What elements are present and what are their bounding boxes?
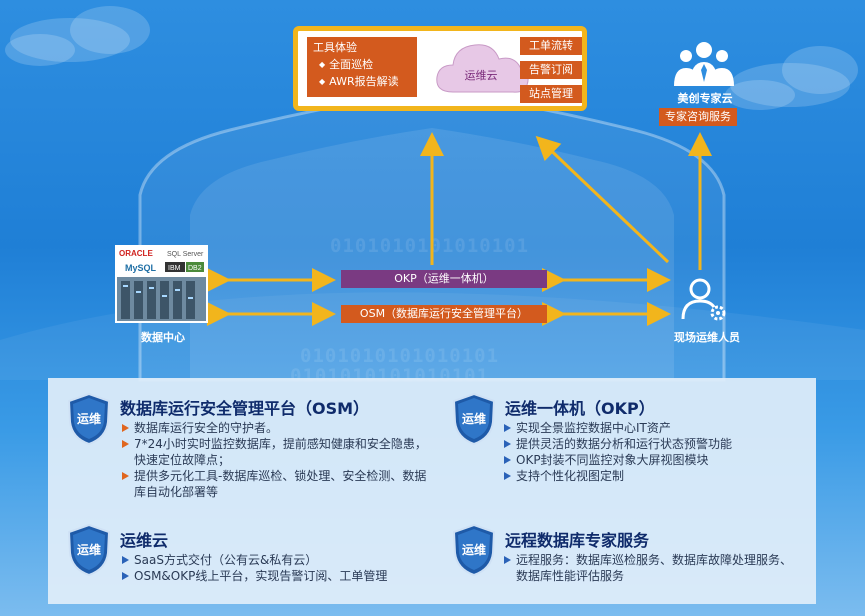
shield-badge-text: 运维	[462, 411, 486, 426]
osm-bullet-list: 数据库运行安全的守护者。 7*24小时实时监控数据库，提前感知健康和安全隐患，快…	[120, 420, 430, 500]
list-item: OKP封装不同监控对象大屏视图模块	[502, 452, 802, 468]
list-item: 远程服务：数据库巡检服务、数据库故障处理服务、数据库性能评估服务	[502, 552, 802, 584]
cloud-icon	[436, 44, 529, 93]
svg-text:IBM: IBM	[168, 265, 181, 272]
expert-consult-button[interactable]: 专家咨询服务	[659, 108, 737, 126]
binary-decoration: 0101010101010101	[300, 345, 500, 367]
shield-icon: 运维	[67, 392, 111, 446]
operator-label: 现场运维人员	[674, 331, 740, 344]
features-panel	[48, 378, 816, 604]
site-manage-button[interactable]: 站点管理	[520, 85, 582, 103]
list-item: 数据库运行安全的守护者。	[120, 420, 430, 436]
list-item: OSM&OKP线上平台，实现告警订阅、工单管理	[120, 568, 430, 584]
svg-text:SQL Server: SQL Server	[167, 251, 204, 258]
shield-icon: 运维	[452, 523, 496, 577]
expert-cloud-title: 美创专家云	[677, 92, 733, 105]
remote-section-title: 远程数据库专家服务	[505, 531, 650, 550]
tool-item: 全面巡检	[313, 56, 411, 73]
alert-subscribe-button[interactable]: 告警订阅	[520, 61, 582, 79]
okp-bullet-list: 实现全景监控数据中心IT资产 提供灵活的数据分析和运行状态预警功能 OKP封装不…	[502, 420, 802, 484]
svg-text:MySQL: MySQL	[125, 263, 157, 273]
svg-text:ORACLE: ORACLE	[119, 249, 153, 258]
shield-badge-text: 运维	[462, 542, 486, 557]
tool-item: AWR报告解读	[313, 73, 411, 90]
cloud-section-title: 运维云	[120, 531, 169, 550]
datacenter-image: ORACLE SQL Server MySQL IBM DB2	[115, 245, 208, 323]
list-item: 实现全景监控数据中心IT资产	[502, 420, 802, 436]
cloud-center-label: 运维云	[464, 69, 498, 82]
shield-badge-text: 运维	[77, 542, 101, 557]
list-item: 提供灵活的数据分析和运行状态预警功能	[502, 436, 802, 452]
okp-bar[interactable]: OKP（运维一体机）	[341, 270, 547, 288]
operator-user-icon	[681, 278, 726, 321]
remote-bullet-list: 远程服务：数据库巡检服务、数据库故障处理服务、数据库性能评估服务	[502, 552, 802, 584]
list-item: 支持个性化视图定制	[502, 468, 802, 484]
expert-group-icon	[674, 42, 734, 86]
datacenter-label: 数据中心	[141, 331, 185, 344]
shield-icon: 运维	[67, 523, 111, 577]
osm-section-title: 数据库运行安全管理平台（OSM）	[120, 399, 370, 418]
shield-badge-text: 运维	[77, 411, 101, 426]
ticket-flow-button[interactable]: 工单流转	[520, 37, 582, 55]
okp-section-title: 运维一体机（OKP）	[505, 399, 655, 418]
list-item: 提供多元化工具-数据库巡检、锁处理、安全检测、数据库自动化部署等	[120, 468, 430, 500]
list-item: SaaS方式交付（公有云&私有云）	[120, 552, 430, 568]
ops-cloud-panel: 工具体验 全面巡检 AWR报告解读 运维云 工单流转 告警订阅 站点管理	[293, 26, 587, 111]
cloud-bullet-list: SaaS方式交付（公有云&私有云） OSM&OKP线上平台，实现告警订阅、工单管…	[120, 552, 430, 584]
svg-text:DB2: DB2	[188, 265, 202, 272]
binary-decoration: 0101010101010101	[330, 235, 530, 257]
shield-icon: 运维	[452, 392, 496, 446]
database-logos: ORACLE SQL Server MySQL IBM DB2	[117, 249, 206, 321]
list-item: 7*24小时实时监控数据库，提前感知健康和安全隐患，快速定位故障点；	[120, 436, 430, 468]
tool-experience-box[interactable]: 工具体验 全面巡检 AWR报告解读	[307, 37, 417, 97]
osm-bar[interactable]: OSM（数据库运行安全管理平台）	[341, 305, 547, 323]
tool-experience-title: 工具体验	[313, 41, 357, 54]
